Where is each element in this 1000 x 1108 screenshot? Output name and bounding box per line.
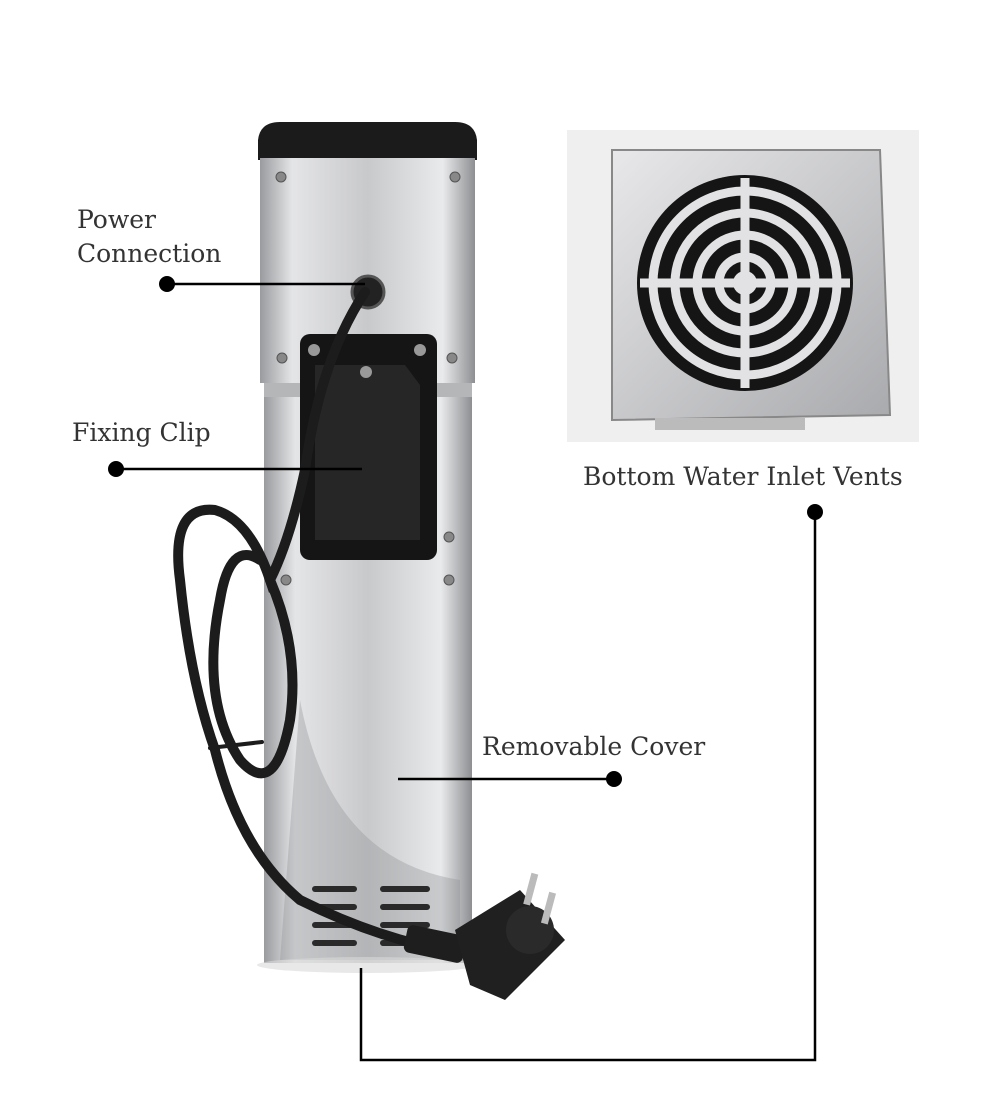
plug — [403, 872, 565, 1000]
bottom-slots — [312, 886, 430, 946]
power-connection-line2: Connection — [77, 239, 222, 268]
fixing-clip — [300, 334, 437, 560]
power-connection-line1: Power — [77, 205, 157, 234]
removable-cover-label: Removable Cover — [482, 732, 706, 761]
bottom-vent-photo — [567, 130, 919, 442]
sous-vide-body — [257, 122, 477, 973]
power-connection-label: Power Connection — [77, 203, 221, 271]
fixing-clip-label: Fixing Clip — [72, 418, 211, 447]
callout-dots — [108, 276, 823, 787]
callout-lines — [116, 282, 817, 1062]
bottom-vents-label: Bottom Water Inlet Vents — [583, 462, 903, 491]
